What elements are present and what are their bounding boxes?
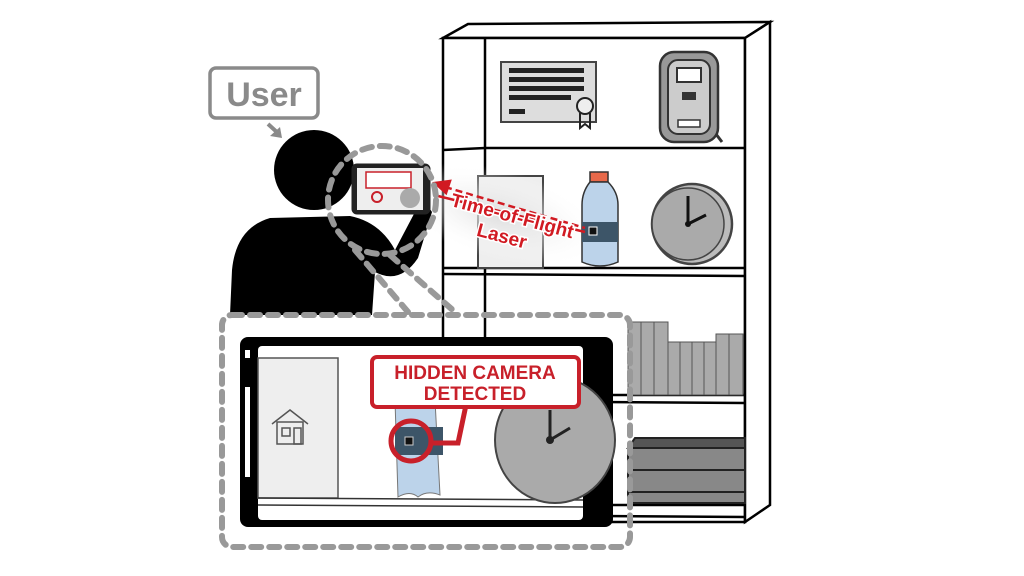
- bottle-camera-icon: [394, 399, 443, 498]
- house-icon: [271, 409, 309, 445]
- books: [627, 321, 744, 396]
- small-phone: [351, 163, 431, 215]
- user-silhouette: [230, 130, 432, 315]
- laser-beam: [432, 179, 586, 234]
- clock-icon: [650, 182, 734, 266]
- certificate-icon: [500, 61, 597, 131]
- user-label: User: [208, 66, 320, 138]
- phone-zoomed: HIDDEN CAMERA DETECTED: [240, 337, 616, 527]
- bottle-camera-icon: [581, 171, 619, 267]
- storage-box: [626, 437, 746, 504]
- user-label-text: User: [226, 76, 302, 114]
- detection-marker: [388, 404, 469, 464]
- alert-line1: HIDDEN CAMERA: [394, 363, 556, 384]
- alert-line2: DETECTED: [424, 384, 526, 405]
- thermostat-icon: [658, 50, 724, 144]
- zoom-callout: [219, 143, 633, 550]
- hidden-camera-alert: HIDDEN CAMERA DETECTED: [370, 355, 581, 409]
